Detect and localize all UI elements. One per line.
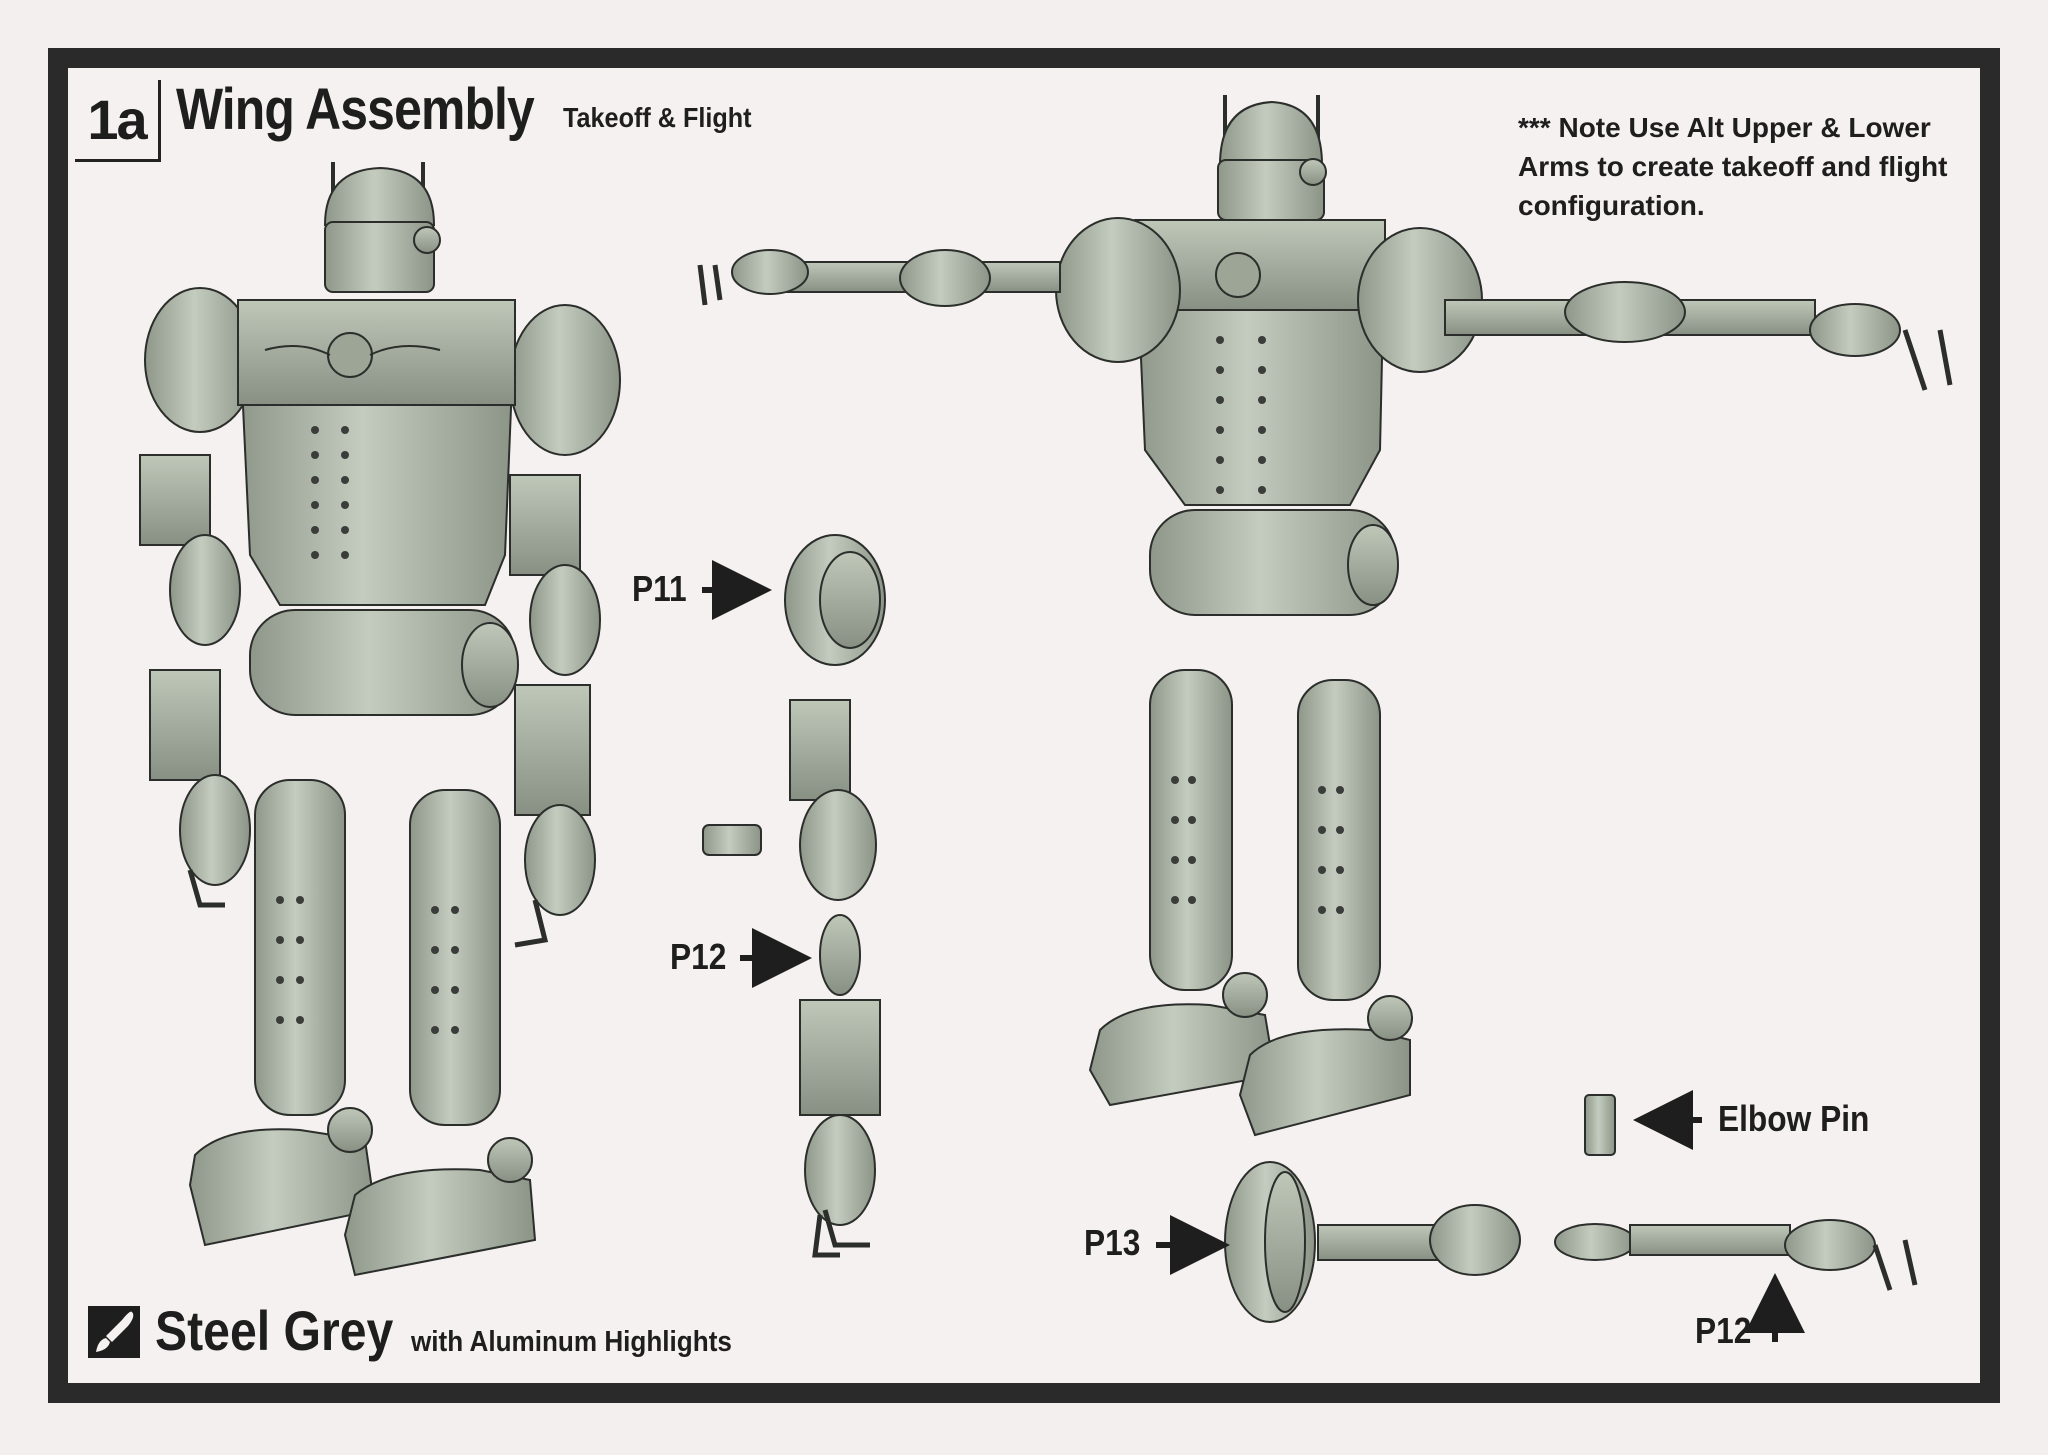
step-number: 1a — [75, 80, 161, 162]
page-subtitle: Takeoff & Flight — [563, 102, 752, 133]
robot-right — [697, 95, 1953, 1137]
page-title: Wing Assembly — [176, 77, 535, 142]
label-p11: P11 — [632, 568, 687, 609]
label-p13: P13 — [1084, 1222, 1141, 1263]
label-p12-loose: P12 — [1695, 1310, 1752, 1351]
exploded-arm-parts — [702, 534, 886, 1258]
robot-left — [139, 162, 621, 1277]
loose-arm-parts — [1224, 1094, 1918, 1323]
paint-color: Steel Grey — [155, 1299, 394, 1362]
assembly-note: *** Note Use Alt Upper & Lower Arms to c… — [1518, 112, 1948, 221]
callout-arrows — [702, 560, 1805, 1342]
label-elbow-pin: Elbow Pin — [1718, 1098, 1870, 1139]
label-p12-exploded: P12 — [670, 936, 727, 977]
paint-highlight-note: with Aluminum Highlights — [411, 1326, 732, 1358]
paintbrush-icon — [88, 1306, 140, 1358]
